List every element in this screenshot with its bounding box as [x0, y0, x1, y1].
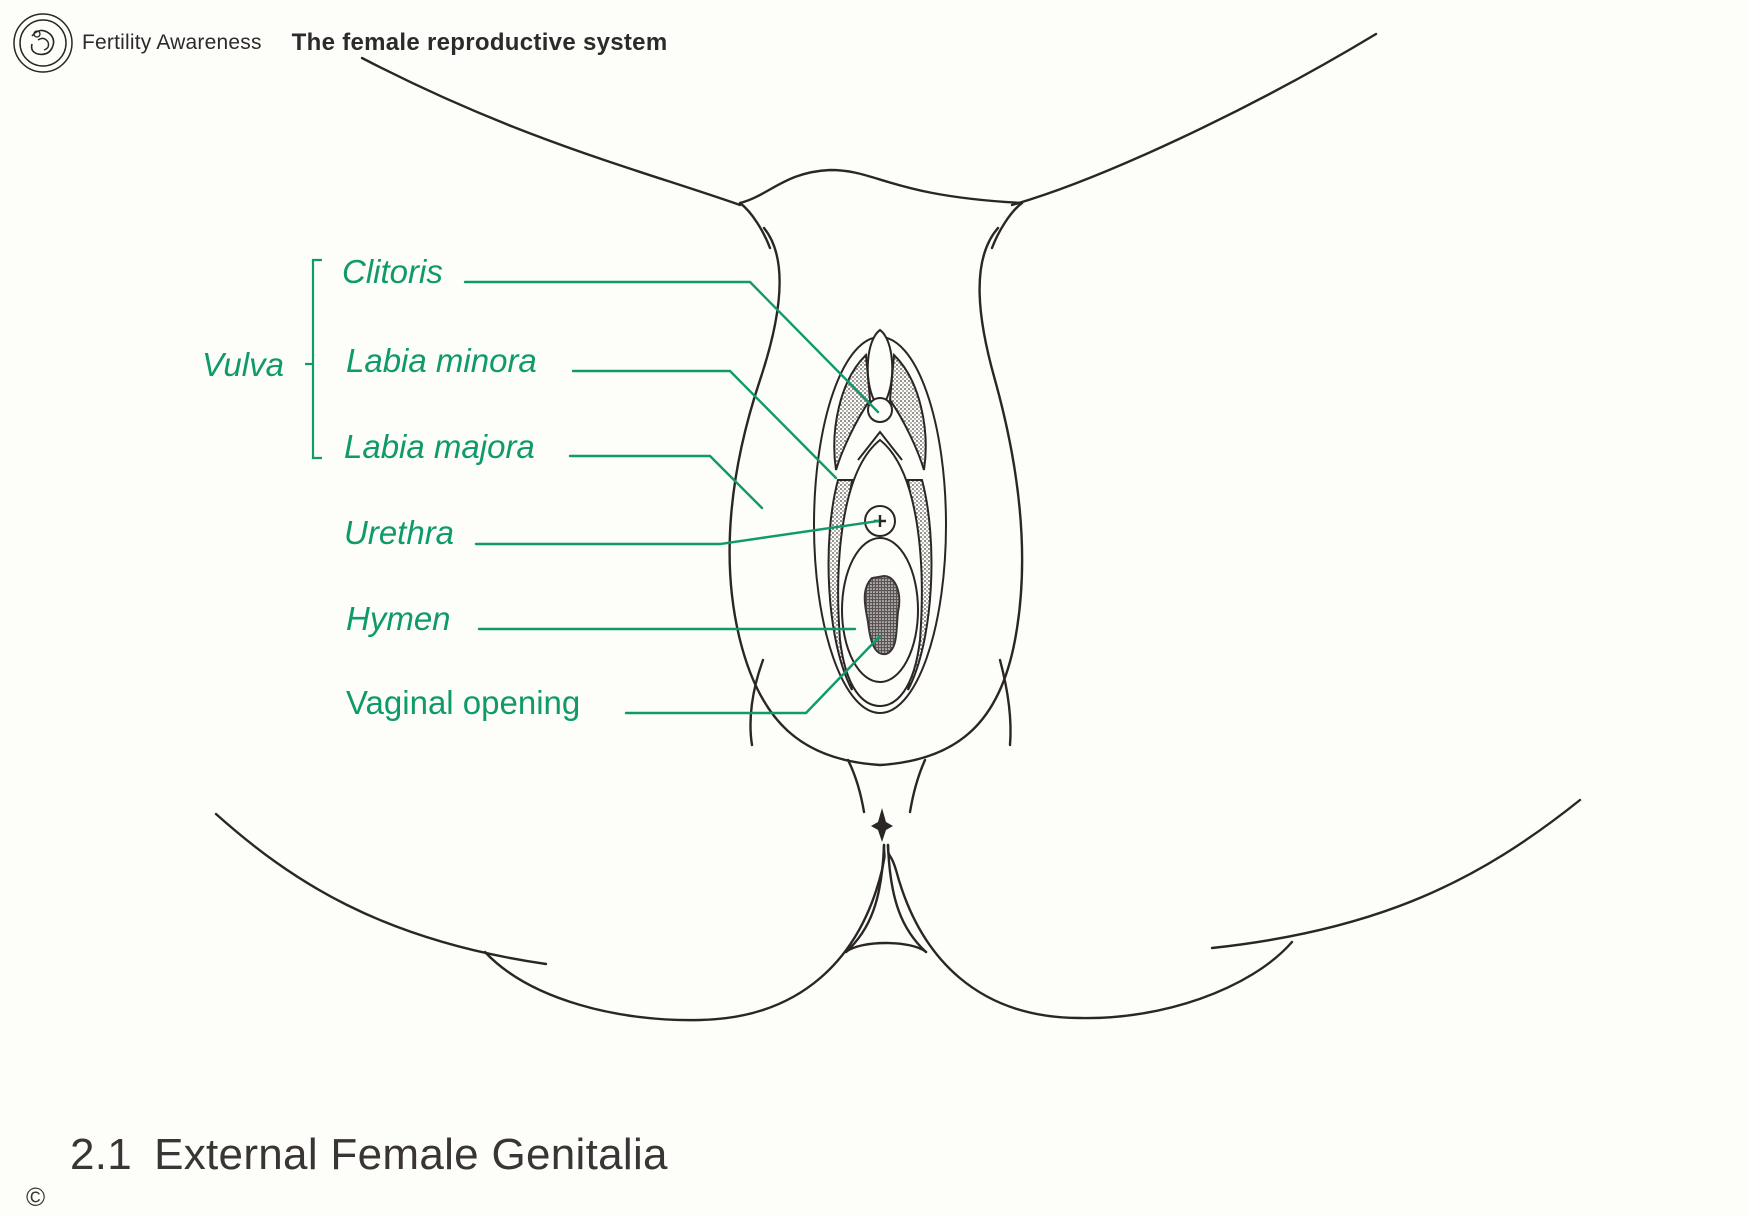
gluteal-arc	[844, 941, 928, 954]
perineum-left	[846, 758, 866, 814]
figure-title: External Female Genitalia	[154, 1130, 668, 1179]
label-vulva: Vulva	[202, 346, 284, 383]
leader-clitoris	[463, 280, 880, 414]
right-buttock-upper	[1210, 798, 1582, 950]
label-labia-majora: Labia majora	[344, 428, 535, 465]
perineum-right	[908, 758, 927, 814]
label-labia-minora: Labia minora	[346, 342, 537, 379]
right-notch	[990, 201, 1024, 250]
label-hymen: Hymen	[346, 600, 451, 637]
copyright-mark: ©	[26, 1182, 46, 1212]
vulva-detail	[813, 328, 947, 714]
body-outline	[214, 32, 1582, 1022]
fertility-awareness-logo-icon	[13, 13, 73, 73]
right-buttock-lower	[886, 843, 1294, 1020]
leader-urethra	[474, 519, 880, 546]
left-groin-line	[360, 56, 742, 207]
vaginal-opening-shape	[863, 574, 901, 656]
label-vaginal-opening: Vaginal opening	[346, 684, 581, 721]
frenulum	[857, 430, 903, 461]
right-groin-line	[1010, 32, 1378, 207]
leader-vaginal-opening	[624, 634, 882, 715]
mons-outline	[738, 168, 1024, 205]
subject-title: The female reproductive system	[291, 29, 668, 56]
right-labia-minora-shading	[888, 352, 927, 471]
right-thigh-line	[998, 658, 1012, 747]
header: Fertility Awareness The female reproduct…	[12, 12, 667, 74]
gluteal-cleft-right	[886, 843, 928, 954]
brand-name: Fertility Awareness	[82, 31, 262, 54]
left-buttock-lower	[483, 843, 886, 1022]
left-buttock-upper	[214, 812, 548, 966]
leader-labia-minora	[571, 369, 838, 480]
clitoral-hood	[866, 328, 894, 401]
gluteal-cleft-left	[844, 843, 886, 954]
figure-number: 2.1	[70, 1130, 133, 1179]
label-clitoris: Clitoris	[342, 253, 443, 290]
left-notch	[738, 201, 772, 250]
left-thigh-line	[749, 658, 765, 747]
label-urethra: Urethra	[344, 514, 455, 551]
vulva-bracket	[305, 258, 322, 460]
figure-caption: 2.1 External Female Genitalia	[70, 1130, 668, 1180]
anus-icon	[871, 808, 893, 842]
clitoris-glans	[867, 397, 893, 423]
leader-labia-majora	[568, 454, 764, 510]
